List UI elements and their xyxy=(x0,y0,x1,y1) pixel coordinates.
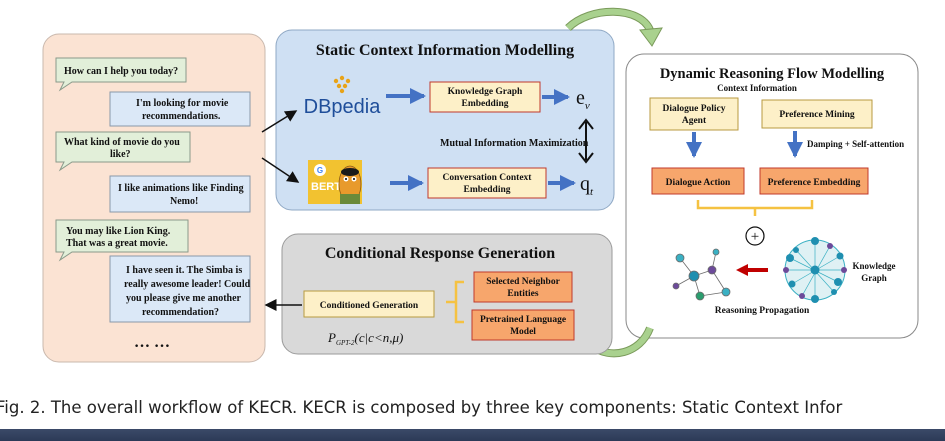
green-curved-arrow-top xyxy=(565,7,663,47)
chat-line: recommendation? xyxy=(142,307,219,318)
conv-embedding-box: Conversation Context Embedding xyxy=(427,167,547,199)
chat-bubble: I'm looking for movie recommendations. xyxy=(109,91,251,127)
chat-to-static-arrows xyxy=(261,110,300,183)
qt-symbol: qt xyxy=(580,173,594,198)
policy-agent-line: Agent xyxy=(682,116,707,126)
chat-line: What kind of movie do you xyxy=(64,137,180,148)
double-arrow xyxy=(578,118,594,164)
preference-embedding-label: Preference Embedding xyxy=(768,178,861,188)
kg-embedding-line: Knowledge Graph xyxy=(448,87,523,97)
response-brace xyxy=(446,280,464,324)
static-panel-title: Static Context Information Modelling xyxy=(316,42,574,59)
chat-bubble: I have seen it. The Simba is really awes… xyxy=(109,255,251,323)
pretrained-line: Model xyxy=(510,327,536,337)
chat-line: like? xyxy=(110,149,131,160)
preference-mining-label: Preference Mining xyxy=(779,110,855,120)
merge-brace xyxy=(696,200,814,216)
response-panel-title: Conditional Response Generation xyxy=(325,245,555,262)
preference-mining-box: Preference Mining xyxy=(761,99,873,129)
chat-line: I like animations like Finding xyxy=(118,183,244,194)
chat-line: recommendations. xyxy=(142,111,221,122)
figure-caption: Fig. 2. The overall workflow of KECR. KE… xyxy=(0,398,843,417)
dbpedia-logo: DBpedia xyxy=(304,75,382,118)
chat-panel: How can I help you today? I'm looking fo… xyxy=(42,33,266,363)
chat-line: really awesome leader! Could xyxy=(124,279,251,290)
context-info-label: Context Information xyxy=(717,83,797,93)
bert-logo-text: BERT xyxy=(311,181,341,193)
bottom-bar xyxy=(0,429,945,441)
preference-embedding-box: Preference Embedding xyxy=(759,167,869,195)
conv-embedding-line: Conversation Context xyxy=(443,173,533,183)
chat-line: I have seen it. The Simba is xyxy=(126,265,242,276)
knowledge-graph-line: Graph xyxy=(861,273,887,283)
policy-agent-box: Dialogue Policy Agent xyxy=(649,97,739,131)
kg-embedding-line: Embedding xyxy=(462,99,509,109)
pretrained-model-box: Pretrained Language Model xyxy=(471,309,575,341)
chat-bubble: You may like Lion King. That was a great… xyxy=(55,219,189,262)
static-context-panel: Static Context Information Modelling DBp… xyxy=(275,29,615,211)
chat-bubble: I like animations like Finding Nemo! xyxy=(109,175,251,213)
kg-embedding-box: Knowledge Graph Embedding xyxy=(429,81,541,113)
neighbor-line: Selected Neighbor xyxy=(486,277,560,287)
svg-text:G: G xyxy=(317,166,323,175)
chat-line: Nemo! xyxy=(170,196,198,207)
red-arrow xyxy=(736,264,768,276)
reasoning-propagation-label: Reasoning Propagation xyxy=(715,306,810,316)
damping-label: Damping + Self-attention xyxy=(807,139,904,149)
dbpedia-logo-text: DBpedia xyxy=(304,96,382,118)
response-panel: Conditional Response Generation Conditio… xyxy=(281,233,613,355)
reasoning-graph-icon xyxy=(672,248,731,301)
conditioned-generation-label: Conditioned Generation xyxy=(320,301,419,311)
dialogue-action-box: Dialogue Action xyxy=(651,167,745,195)
chat-line: you please give me another xyxy=(126,293,242,304)
pretrained-line: Pretrained Language xyxy=(480,315,566,325)
dynamic-reasoning-panel: Dynamic Reasoning Flow Modelling Context… xyxy=(625,53,919,339)
gpt2-formula: PGPT-2(c|c<n,μ) xyxy=(327,330,403,347)
chat-ellipsis: … … xyxy=(134,334,170,351)
neighbor-line: Entities xyxy=(507,289,538,299)
mutual-info-label: Mutual Information Maximization xyxy=(440,138,589,149)
bert-logo: G BERT xyxy=(308,160,362,204)
chat-line: I'm looking for movie xyxy=(136,98,229,109)
knowledge-graph-line: Knowledge xyxy=(852,261,895,271)
knowledge-graph-sphere xyxy=(783,237,847,303)
conv-embedding-line: Embedding xyxy=(464,185,511,195)
dynamic-panel-title: Dynamic Reasoning Flow Modelling xyxy=(660,66,885,82)
chat-line: You may like Lion King. xyxy=(66,226,171,237)
svg-text:+: + xyxy=(751,229,759,245)
chat-bubble: What kind of movie do you like? xyxy=(55,131,191,172)
neighbor-entities-box: Selected Neighbor Entities xyxy=(473,271,573,303)
ev-symbol: ev xyxy=(576,87,590,112)
chat-bubble: How can I help you today? xyxy=(55,57,187,92)
policy-agent-line: Dialogue Policy xyxy=(662,104,725,114)
conditioned-generation-box: Conditioned Generation xyxy=(303,290,435,318)
chat-line: That was a great movie. xyxy=(66,238,168,249)
plus-icon: + xyxy=(745,226,765,246)
dialogue-action-label: Dialogue Action xyxy=(666,178,731,188)
chat-line: How can I help you today? xyxy=(64,66,178,77)
